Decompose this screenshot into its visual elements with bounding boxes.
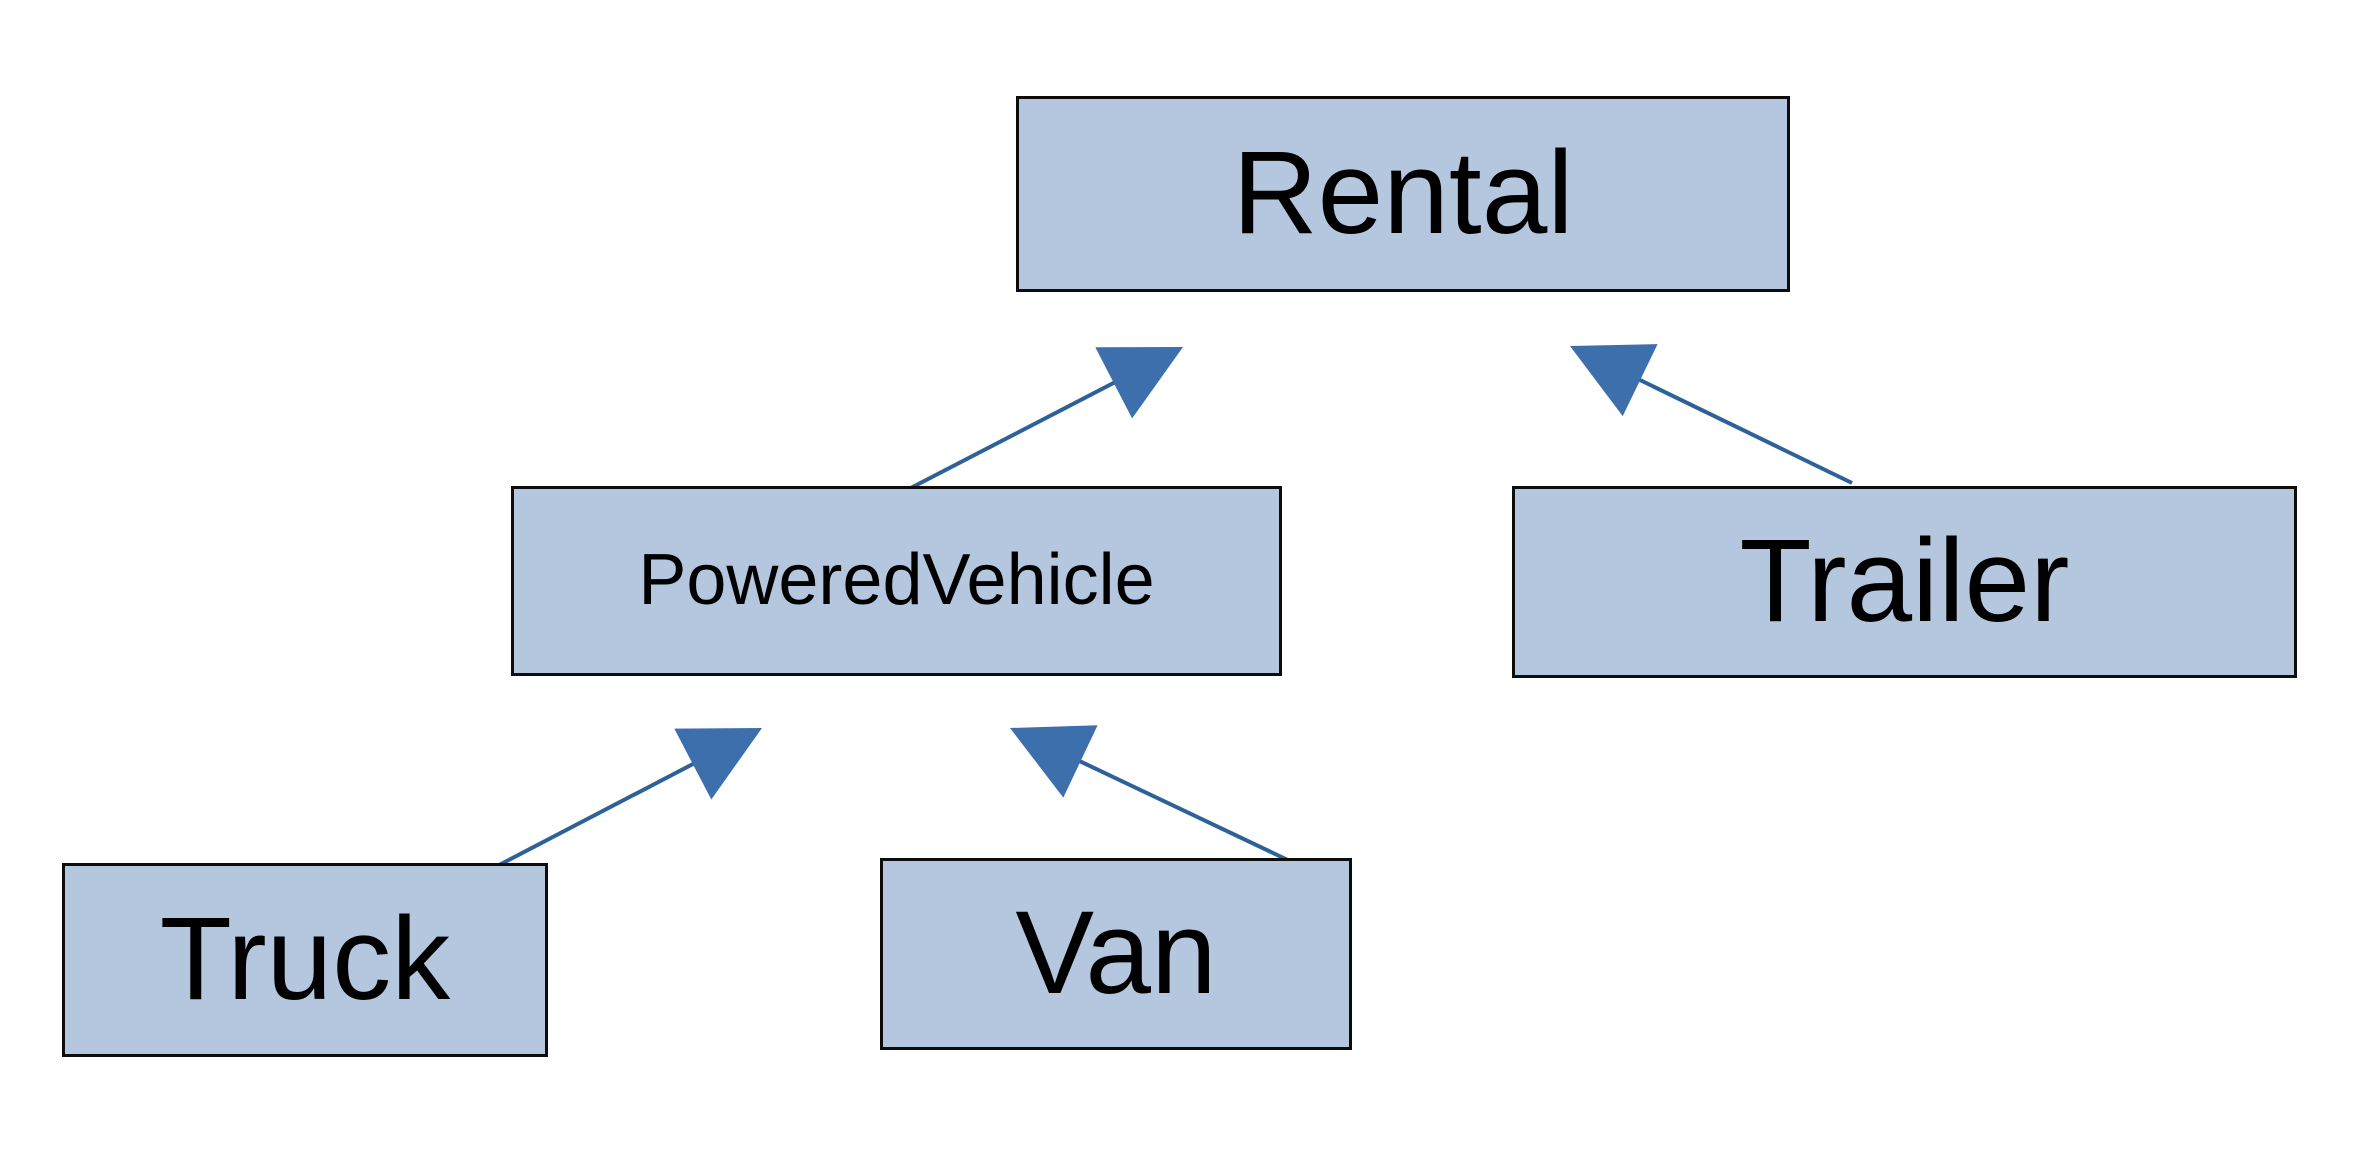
class-node-truck[interactable]: Truck	[62, 863, 548, 1057]
generalization-edge	[1010, 725, 1293, 864]
arrowhead-icon	[674, 728, 762, 800]
edge-line	[1047, 744, 1293, 864]
edge-line	[479, 746, 725, 877]
edge-line	[1607, 362, 1853, 485]
edge-line	[902, 364, 1146, 494]
generalization-edge	[902, 347, 1183, 494]
arrowhead-icon	[1095, 347, 1183, 419]
class-node-rental[interactable]: Rental	[1016, 96, 1790, 292]
class-node-label: Van	[1015, 887, 1217, 1020]
class-node-label: Trailer	[1739, 515, 2070, 648]
generalization-edge	[1570, 344, 1853, 485]
class-node-label: Rental	[1232, 127, 1574, 260]
generalization-edge	[479, 728, 762, 877]
arrowhead-icon	[1570, 344, 1658, 417]
arrowhead-icon	[1010, 725, 1098, 798]
class-node-label: PoweredVehicle	[638, 540, 1155, 621]
class-node-van[interactable]: Van	[880, 858, 1352, 1050]
class-node-trailer[interactable]: Trailer	[1512, 486, 2297, 678]
class-node-poweredvehicle[interactable]: PoweredVehicle	[511, 486, 1282, 676]
class-node-label: Truck	[159, 893, 451, 1026]
